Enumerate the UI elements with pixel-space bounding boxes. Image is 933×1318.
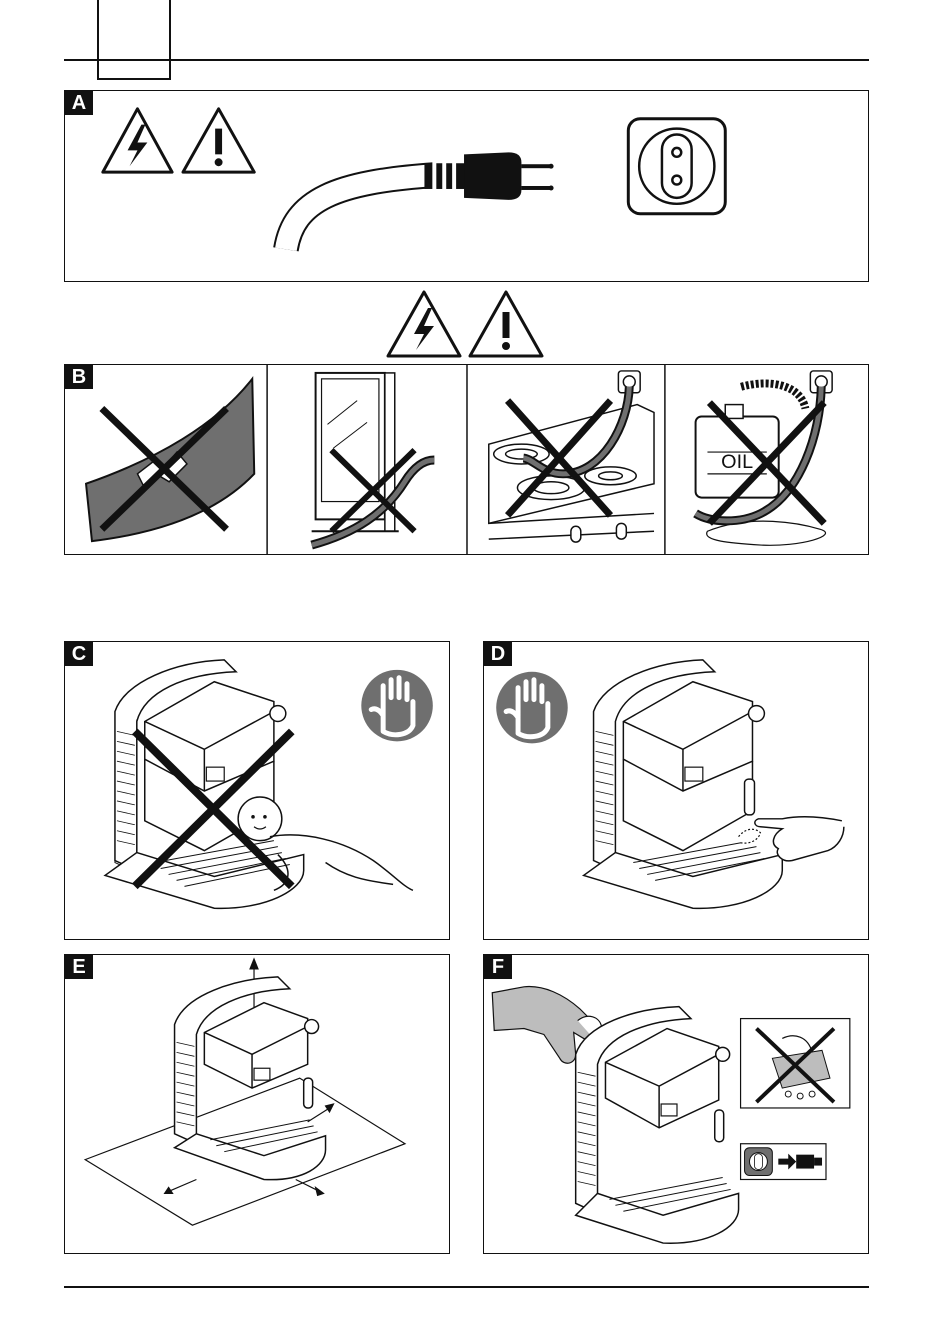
section-c-panel: C bbox=[64, 641, 450, 940]
door-pinch-scene bbox=[312, 373, 435, 545]
hot-stove-scene bbox=[489, 371, 654, 542]
section-a-illustration bbox=[65, 91, 868, 281]
plug-icon bbox=[286, 152, 554, 249]
section-d-panel: D bbox=[483, 641, 869, 940]
header-tab bbox=[97, 0, 171, 80]
section-a-panel: A bbox=[64, 90, 869, 282]
section-d-illustration bbox=[484, 642, 868, 939]
footer-rule bbox=[64, 1286, 869, 1288]
stop-hand-icon bbox=[361, 670, 433, 742]
oil-label: OIL bbox=[721, 451, 753, 473]
section-e-illustration bbox=[65, 955, 449, 1253]
espresso-machine bbox=[576, 1007, 739, 1244]
section-b-panel: B bbox=[64, 364, 869, 555]
electric-hazard-icon bbox=[388, 292, 460, 356]
unplug-inset bbox=[741, 1144, 826, 1180]
section-f-illustration bbox=[484, 955, 868, 1253]
stop-hand-icon bbox=[496, 672, 568, 744]
section-e-panel: E bbox=[64, 954, 450, 1254]
general-warning-icon bbox=[470, 292, 542, 356]
section-b-illustration: OIL bbox=[65, 365, 868, 554]
no-water-immersion-inset bbox=[741, 1019, 850, 1108]
general-warning-icon bbox=[183, 109, 254, 172]
socket-icon bbox=[628, 119, 725, 214]
section-c-illustration bbox=[65, 642, 449, 939]
warning-icons-pair bbox=[380, 288, 550, 360]
espresso-machine bbox=[584, 660, 783, 908]
electric-hazard-icon bbox=[103, 109, 172, 172]
section-f-panel: F bbox=[483, 954, 869, 1254]
header-rule bbox=[64, 59, 869, 61]
